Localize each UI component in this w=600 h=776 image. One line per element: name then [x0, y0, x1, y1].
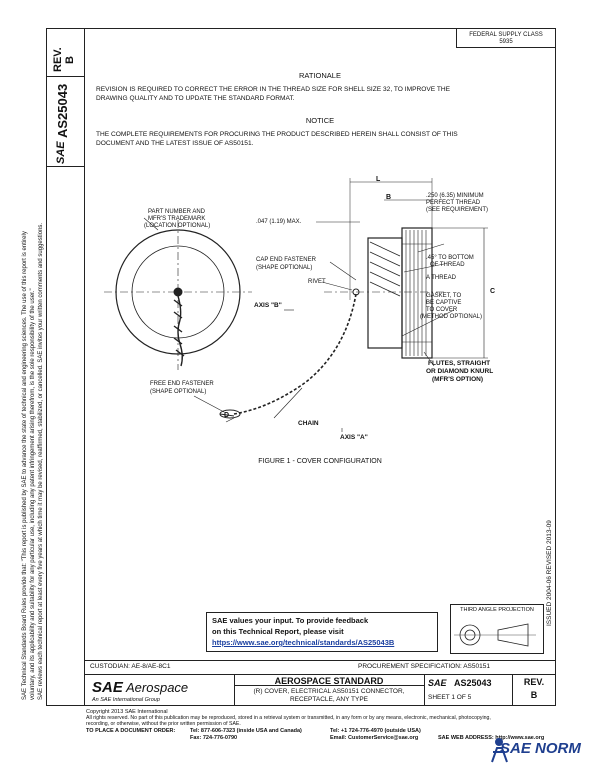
label-free-end-1: FREE END FASTENER: [150, 381, 214, 387]
doc-number-vertical: AS25043: [55, 83, 70, 138]
label-gasket-1: GASKET, TO: [426, 293, 462, 299]
label-min-thread-2: PERFECT THREAD: [426, 200, 481, 206]
label-l: L: [376, 176, 381, 183]
doc-title-line1: (R) COVER, ELECTRICAL AS50151 CONNECTOR,: [253, 688, 405, 695]
left-note-2: voluntary, and its applicability and sui…: [30, 288, 36, 700]
label-bottom-2: OF THREAD: [430, 262, 465, 268]
feedback-box: [206, 612, 438, 652]
aerospace-standard-title: AEROSPACE STANDARD: [274, 676, 384, 686]
watermark: SAE NORM: [500, 740, 581, 757]
label-d: D: [224, 412, 230, 419]
label-part-number-3: (LOCATION OPTIONAL): [144, 223, 211, 229]
notice-line1: THE COMPLETE REQUIREMENTS FOR PROCURING …: [96, 131, 458, 138]
rights: All rights reserved. No part of this pub…: [86, 715, 491, 721]
side-chain: [233, 293, 357, 415]
drawing-frame: [84, 28, 556, 706]
fed-class-box: [456, 28, 556, 48]
label-part-number-2: MFR'S TRADEMARK: [148, 216, 206, 222]
doc-number: AS25043: [454, 678, 492, 688]
label-cap-end-1: CAP END FASTENER: [256, 257, 316, 263]
rev-value-bottom: B: [530, 690, 538, 700]
front-chain: [173, 295, 185, 367]
label-flutes-3: (MFR'S OPTION): [432, 376, 484, 383]
rev-value: B: [64, 56, 76, 64]
label-gasket-2: BE CAPTIVE: [426, 300, 462, 306]
fed-class-line1: FEDERAL SUPPLY CLASS: [469, 32, 543, 38]
label-gasket-3: TO COVER: [426, 307, 458, 313]
fed-class-line2: 5935: [499, 39, 513, 45]
label-bottom-1: .45° TO BOTTOM: [426, 255, 474, 261]
feedback-line1: SAE values your input. To provide feedba…: [212, 616, 369, 625]
rev-label: REV.: [52, 47, 64, 72]
issued-revised-stamp: ISSUED 2004-06 REVISED 2013-09: [546, 520, 553, 626]
web-address: SAE WEB ADDRESS: http://www.sae.org: [438, 735, 545, 741]
tel-outside: Tel: +1 724-776-4970 (outside USA): [330, 728, 421, 734]
projection-symbol-icon: [454, 623, 536, 647]
sae-logo-vertical: SAE: [55, 141, 67, 164]
copyright: Copyright 2013 SAE International: [86, 709, 168, 715]
label-min-thread-1: .250 (6.35) MINIMUM: [426, 193, 484, 199]
rights-2: recording, or otherwise, without the pri…: [86, 721, 241, 727]
label-free-end-2: (SHAPE OPTIONAL): [150, 389, 207, 395]
sae-small-logo: SAE: [428, 678, 447, 688]
doc-title-line2: RECEPTACLE, ANY TYPE: [289, 696, 369, 703]
label-axis-a: AXIS "A": [340, 434, 368, 441]
left-note-1: SAE Technical Standards Board Rules prov…: [22, 231, 28, 700]
label-flutes-2: OR DIAMOND KNURL: [426, 368, 494, 375]
left-header-strip: [46, 28, 84, 706]
label-c: C: [490, 288, 496, 295]
procurement-spec: PROCUREMENT SPECIFICATION: AS50151: [358, 663, 490, 670]
label-rivet: RIVET: [308, 279, 326, 285]
custodian-divider: [84, 660, 556, 661]
custodian: CUSTODIAN: AE-8/AE-8C1: [90, 663, 171, 670]
email: Email: CustomerService@sae.org: [330, 735, 419, 741]
strip-divider: [46, 166, 84, 167]
rationale-line2: DRAWING QUALITY AND TO UPDATE THE STANDA…: [96, 95, 295, 102]
label-axis-b: AXIS "B": [254, 302, 282, 309]
title-divider-1: [234, 674, 235, 706]
rev-box: [46, 28, 84, 77]
fax: Fax: 724-776-0790: [190, 735, 238, 741]
front-view: [104, 220, 252, 370]
order-label: TO PLACE A DOCUMENT ORDER:: [86, 728, 176, 734]
label-chain: CHAIN: [298, 420, 319, 427]
label-cap-end-2: (SHAPE OPTIONAL): [256, 265, 313, 271]
title-divider-3: [512, 674, 513, 706]
sae-logo: SAE: [92, 679, 123, 696]
label-a-thread: A THREAD: [426, 275, 456, 281]
rationale-heading: RATIONALE: [299, 71, 341, 80]
label-min-thread-3: (SEE REQUIREMENT): [426, 207, 489, 213]
label-dim-047: .047 (1.19) MAX.: [256, 219, 302, 225]
projection-label: THIRD ANGLE PROJECTION: [460, 607, 534, 613]
left-note-3: SAE reviews each technical report at lea…: [38, 222, 44, 700]
figure-caption: FIGURE 1 - COVER CONFIGURATION: [258, 458, 382, 465]
sheet-number: SHEET 1 OF 5: [428, 694, 472, 701]
notice-line2: DOCUMENT AND THE LATEST ISSUE OF AS50151…: [96, 140, 254, 147]
free-end-fastener: [219, 409, 241, 419]
title-block-divider: [84, 674, 556, 675]
notice-heading: NOTICE: [305, 116, 335, 125]
title-row-divider: [234, 685, 424, 686]
feedback-link[interactable]: https://www.sae.org/technical/standards/…: [212, 638, 395, 647]
logo-subtitle: An SAE International Group: [92, 697, 160, 703]
title-divider-2: [424, 674, 425, 706]
rationale-line1: REVISION IS REQUIRED TO CORRECT THE ERRO…: [96, 86, 451, 93]
label-gasket-4: (METHOD OPTIONAL): [420, 314, 483, 320]
watermark-figure-icon: [491, 738, 508, 763]
aerospace-logo: Aerospace: [126, 680, 189, 695]
rev-label-bottom: REV.: [523, 677, 545, 687]
label-flutes-1: FLUTES, STRAIGHT: [428, 360, 491, 367]
feedback-line2: on this Technical Report, please visit: [212, 627, 344, 636]
label-part-number-1: PART NUMBER AND: [148, 209, 206, 215]
label-b: B: [386, 194, 392, 201]
projection-box: [450, 604, 544, 654]
tel-usa: Tel: 877-606-7323 (inside USA and Canada…: [190, 728, 302, 734]
cover-configuration-drawing: [104, 178, 488, 432]
